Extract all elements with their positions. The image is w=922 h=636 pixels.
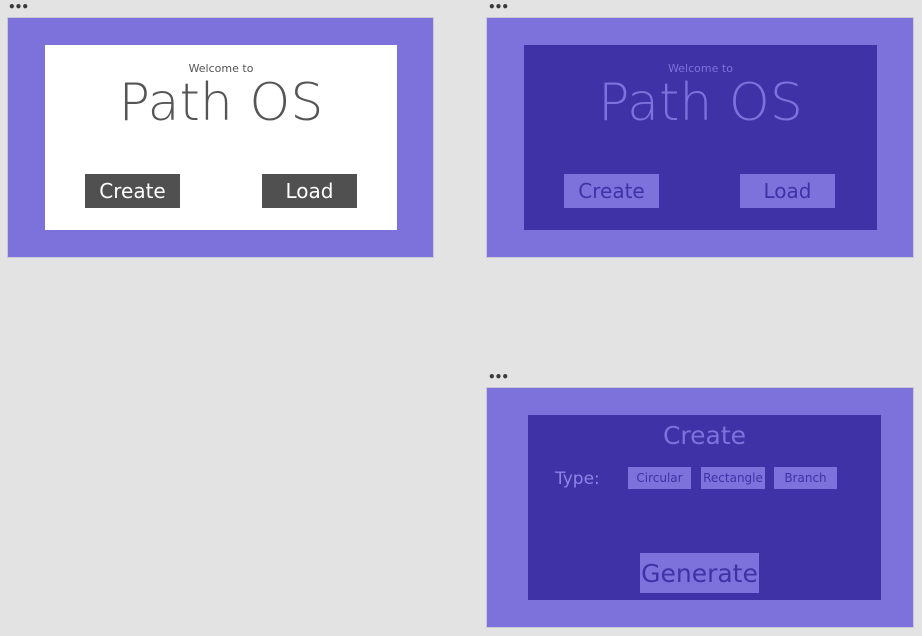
create-panel: Create Type: Circular Rectangle Branch G… [528,415,881,600]
frame-create: Create Type: Circular Rectangle Branch G… [486,387,914,628]
welcome-text: Welcome to [668,62,733,75]
type-label: Type: [555,469,600,489]
type-circular-button[interactable]: Circular [628,467,691,489]
type-branch-button[interactable]: Branch [774,467,837,489]
generate-button[interactable]: Generate [640,553,759,593]
welcome-panel-dark: Welcome to Path OS Create Load [524,45,877,230]
create-button[interactable]: Create [85,174,180,208]
frame-1-more-dots-icon[interactable]: ••• [8,0,29,14]
create-button[interactable]: Create [564,174,659,208]
frame-3-more-dots-icon[interactable]: ••• [488,370,509,384]
frame-2-more-dots-icon[interactable]: ••• [488,0,509,14]
load-button[interactable]: Load [740,174,835,208]
frame-welcome-dark: Welcome to Path OS Create Load [486,17,914,258]
app-title: Path OS [598,73,803,133]
load-button[interactable]: Load [262,174,357,208]
app-title: Path OS [118,73,324,133]
welcome-text: Welcome to [188,62,254,75]
type-rectangle-button[interactable]: Rectangle [701,467,765,489]
create-title: Create [662,421,747,450]
welcome-panel-light: Welcome to Path OS Create Load [45,45,397,230]
frame-welcome-light: Welcome to Path OS Create Load [7,17,434,258]
